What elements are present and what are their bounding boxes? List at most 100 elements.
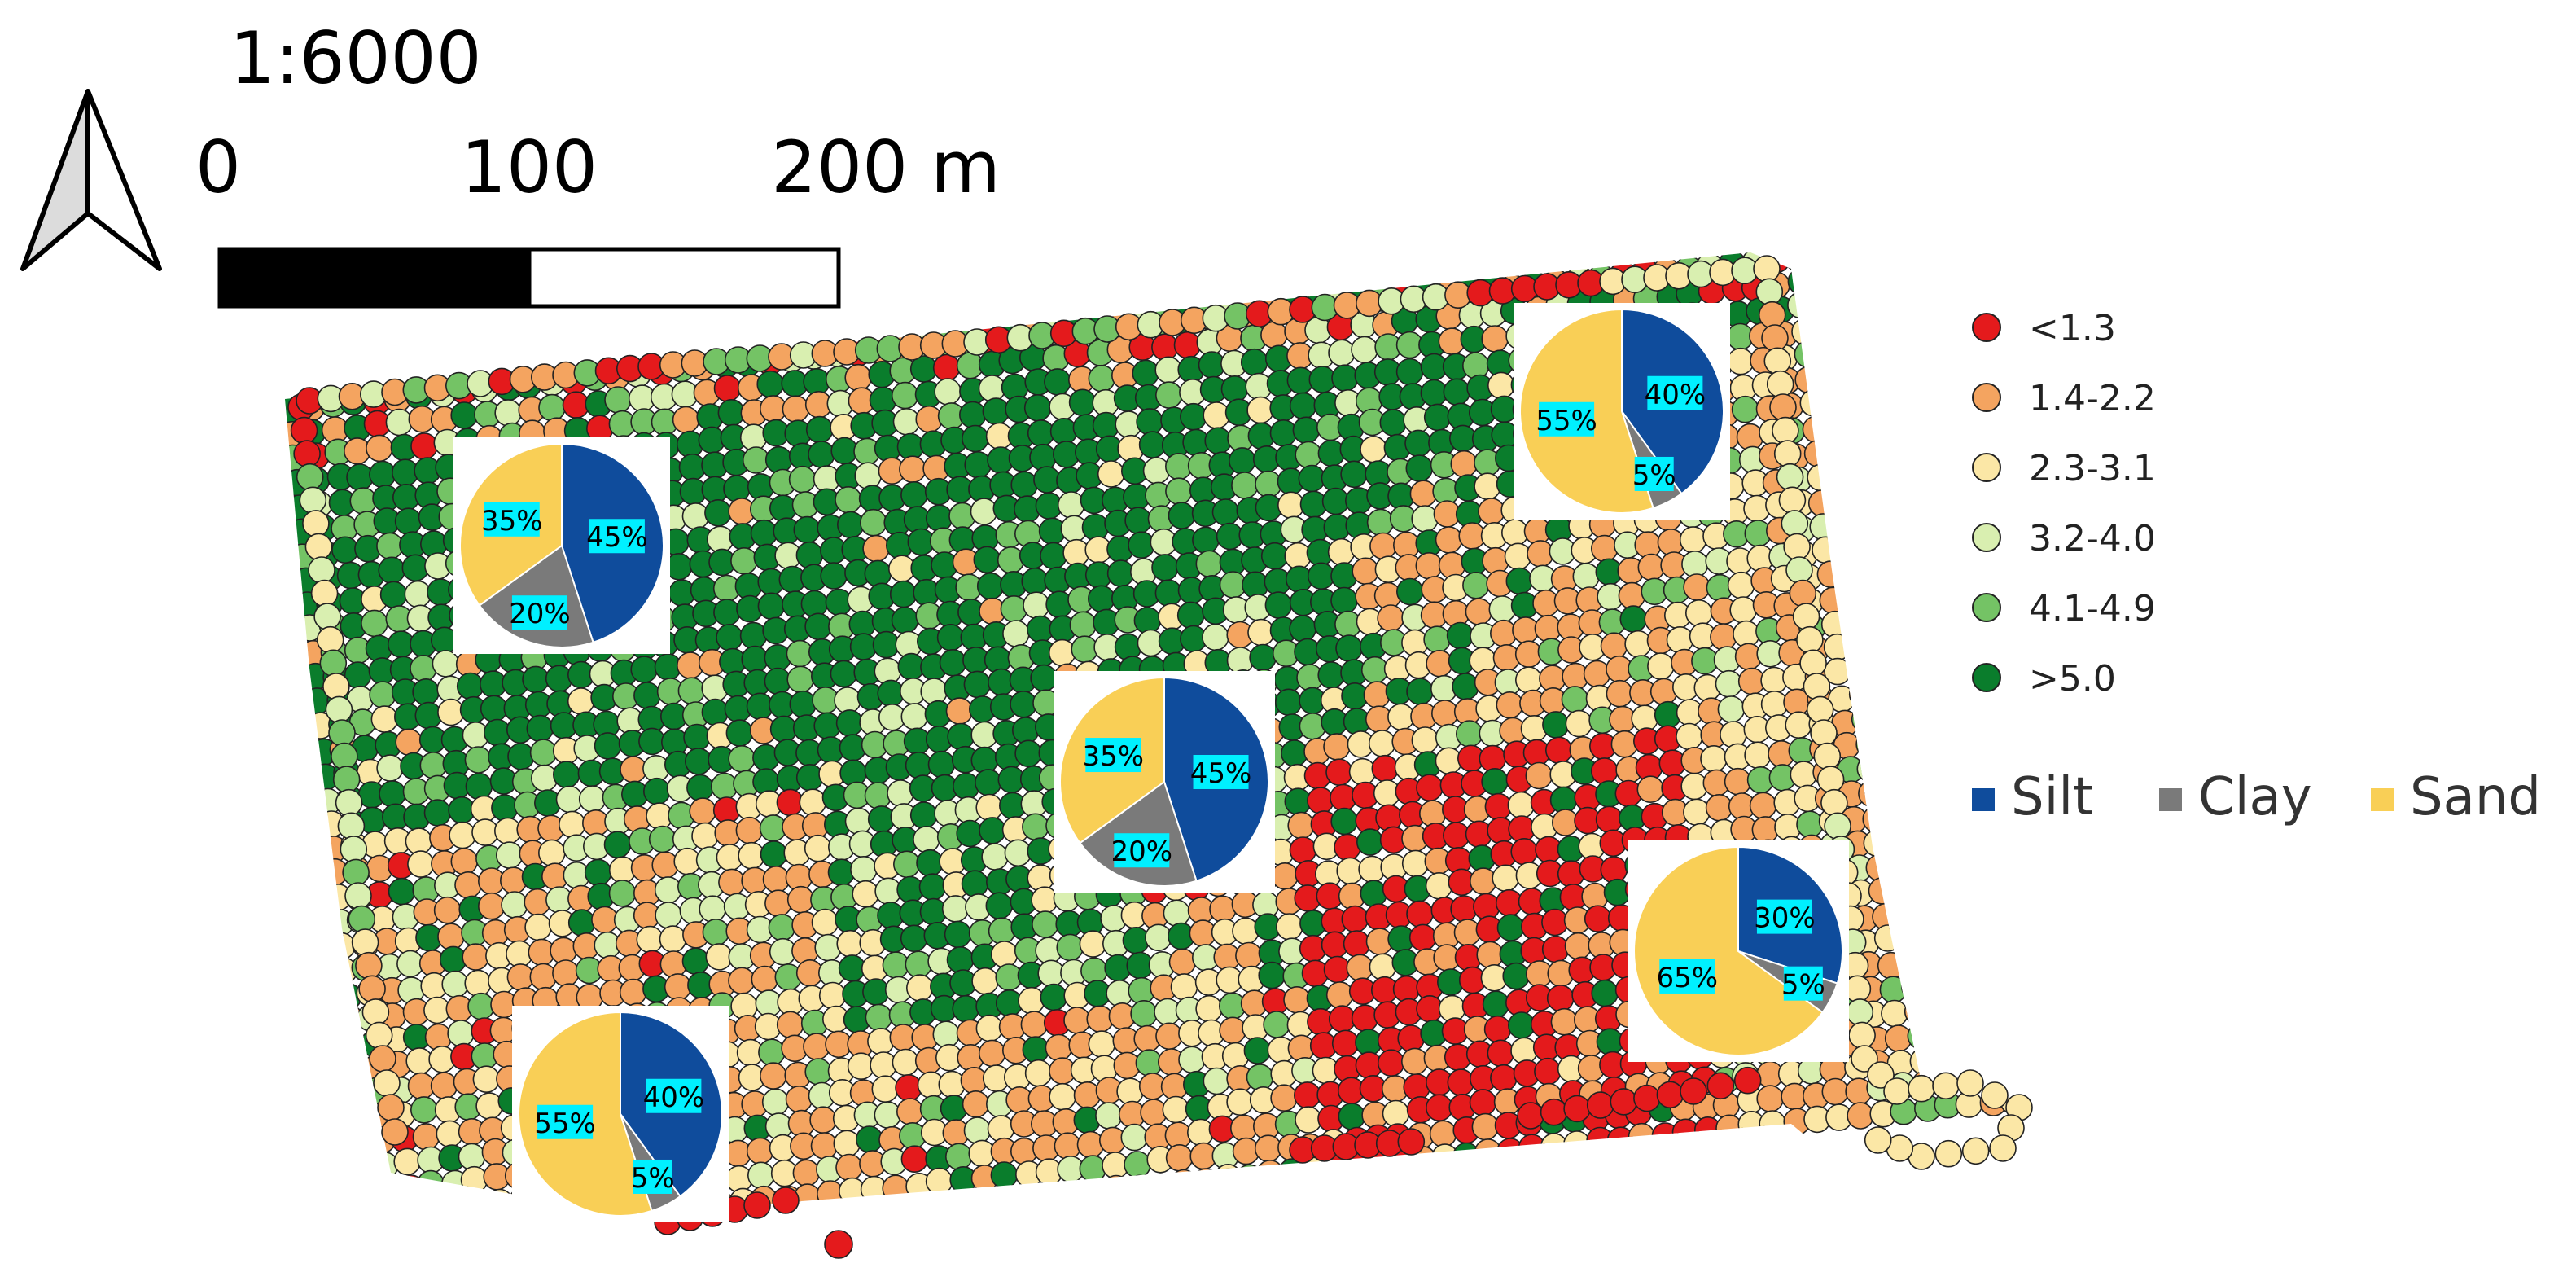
field-point [1873, 252, 1900, 264]
boundary-point [1773, 440, 1802, 467]
field-point [1146, 1173, 1175, 1201]
field-point [1700, 744, 1728, 773]
field-point [1483, 1015, 1512, 1043]
field-point [412, 678, 440, 706]
field-point [423, 799, 452, 827]
boundary-point [1867, 1061, 1895, 1089]
field-point [1387, 703, 1415, 731]
field-point [331, 536, 359, 564]
field-point [1897, 947, 1925, 976]
field-point [422, 1221, 449, 1222]
boundary-point [1813, 742, 1842, 770]
field-point [2022, 836, 2048, 862]
field-point [388, 877, 416, 906]
field-point [1744, 741, 1772, 770]
field-point [1867, 410, 1895, 438]
field-point [1176, 601, 1205, 630]
field-point [1993, 1011, 2019, 1040]
field-point [1823, 633, 1851, 661]
field-point [1429, 1120, 1457, 1148]
field-point [1649, 678, 1678, 706]
field-point [2039, 1034, 2066, 1060]
field-point [988, 917, 1016, 945]
field-point [1918, 723, 1947, 752]
field-point [1997, 1059, 2019, 1088]
field-point [1787, 267, 1816, 296]
field-point [654, 876, 682, 904]
field-boundary-points [287, 255, 2033, 1259]
field-point [963, 1116, 992, 1144]
field-point [2007, 937, 2019, 964]
field-point [1991, 987, 2018, 1015]
field-point [1334, 833, 1361, 862]
texture-legend-item-silt: Silt [1972, 767, 2093, 827]
field-point [1226, 1088, 1254, 1116]
field-point [449, 1242, 475, 1268]
boundary-point [1733, 1066, 1762, 1095]
field-point [412, 1123, 440, 1151]
field-point [1807, 252, 1835, 268]
field-point [307, 1156, 335, 1184]
field-point [860, 508, 887, 537]
field-point [1295, 1106, 1322, 1134]
field-point [1883, 356, 1911, 384]
field-point [1565, 709, 1593, 738]
field-point [973, 546, 1001, 574]
field-point [1879, 976, 1908, 1003]
field-point [1895, 676, 1922, 704]
boundary-point [1776, 463, 1804, 491]
boundary-point [1981, 1081, 2009, 1109]
field-point [971, 967, 999, 995]
field-point [684, 748, 712, 775]
field-point [1812, 536, 1839, 564]
field-point [1162, 1095, 1190, 1124]
field-point [1246, 396, 1274, 424]
field-point [285, 889, 308, 918]
field-point [713, 599, 741, 626]
field-point [1914, 897, 1943, 926]
field-point [1980, 890, 2008, 918]
field-point [405, 827, 433, 855]
field-point [939, 648, 967, 677]
field-point [820, 562, 848, 590]
field-point [465, 772, 493, 801]
field-point [2043, 1059, 2069, 1085]
field-point [1812, 314, 1840, 343]
field-point [1917, 254, 1946, 283]
legend-swatch [1972, 663, 2001, 692]
field-point [776, 1011, 804, 1039]
field-point [285, 618, 304, 647]
field-point [1984, 914, 2013, 942]
field-point [1925, 551, 1953, 579]
field-point [1235, 941, 1263, 970]
field-point [1294, 1081, 1321, 1109]
field-point [2037, 985, 2063, 1011]
field-point [1902, 750, 1930, 779]
field-point [975, 793, 1003, 822]
field-point [1274, 688, 1303, 717]
field-point [238, 449, 264, 475]
field-point [460, 1165, 488, 1194]
field-point [757, 592, 786, 621]
field-point [1982, 693, 2011, 722]
field-point [795, 541, 824, 569]
field-point [1916, 922, 1944, 950]
field-point [1195, 994, 1223, 1023]
field-point [480, 695, 508, 723]
field-point [619, 978, 647, 1007]
field-point [375, 1199, 404, 1222]
field-point [1796, 810, 1824, 839]
field-point [1563, 1130, 1591, 1158]
field-point [1977, 841, 2004, 870]
field-point [1106, 559, 1135, 587]
field-point [713, 375, 742, 402]
field-point [865, 1003, 893, 1032]
field-point [1033, 466, 1061, 494]
field-point [290, 986, 318, 1014]
field-point [254, 619, 280, 645]
field-point [993, 1187, 1021, 1214]
field-point [1269, 419, 1298, 447]
field-point [1923, 774, 1952, 802]
field-point [1842, 387, 1869, 415]
field-point [648, 825, 677, 853]
